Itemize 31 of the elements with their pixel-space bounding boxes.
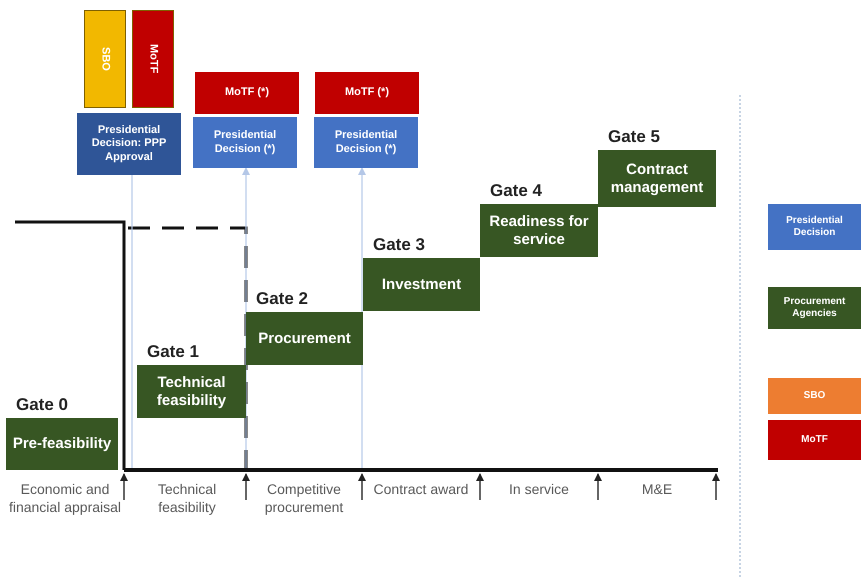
gate-label: Gate 0 bbox=[16, 394, 69, 416]
connector-line bbox=[242, 167, 250, 470]
phase-label: M&E bbox=[640, 481, 674, 498]
stage-box: Readiness for service bbox=[480, 204, 598, 257]
phase-label: In service bbox=[508, 481, 570, 498]
legend-key: Procurement Agencies bbox=[768, 287, 861, 329]
phase-label: Economic and financial appraisal bbox=[8, 481, 122, 516]
legend-key: Presidential Decision bbox=[768, 204, 861, 250]
authority-box: Presidential Decision (*) bbox=[193, 117, 297, 168]
stage-box: Contract management bbox=[598, 150, 716, 207]
authority-box: MoTF (*) bbox=[315, 72, 419, 114]
stage-box: Pre-feasibility bbox=[6, 418, 118, 470]
legend-key: MoTF bbox=[768, 420, 861, 460]
stage-box: Technical feasibility bbox=[137, 365, 246, 418]
legend-key: SBO bbox=[768, 378, 861, 414]
gate-label: Gate 5 bbox=[608, 126, 661, 148]
phase-label: Competitive procurement bbox=[264, 481, 344, 516]
stage-box: Investment bbox=[363, 258, 480, 311]
authority-box: SBO bbox=[84, 10, 126, 108]
gate-label: Gate 1 bbox=[147, 341, 200, 363]
authority-box: Presidential Decision (*) bbox=[314, 117, 418, 168]
gate-label: Gate 3 bbox=[373, 234, 426, 256]
gate-label: Gate 2 bbox=[256, 288, 309, 310]
stage-box: Procurement bbox=[246, 312, 363, 365]
connector-line bbox=[131, 175, 133, 470]
gate-label: Gate 4 bbox=[490, 180, 543, 202]
authority-box: MoTF bbox=[132, 10, 174, 108]
phase-label: Technical feasibility bbox=[156, 481, 218, 516]
phase-label: Contract award bbox=[372, 481, 470, 498]
authority-box: MoTF (*) bbox=[195, 72, 299, 114]
authority-box: Presidential Decision: PPP Approval bbox=[77, 113, 181, 175]
